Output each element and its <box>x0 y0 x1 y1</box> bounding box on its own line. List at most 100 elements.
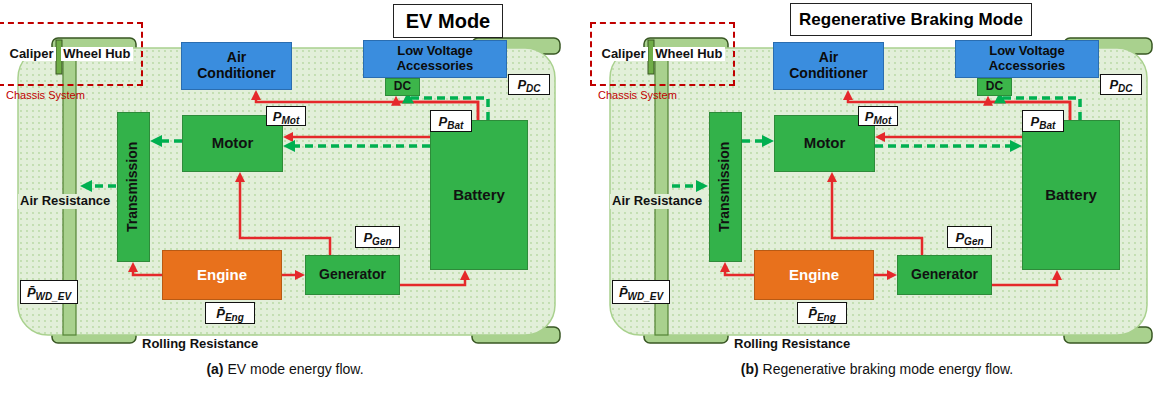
caption-letter: (a) <box>206 361 223 377</box>
caption-text: EV mode energy flow. <box>224 361 364 377</box>
subscript: DC <box>1118 83 1132 94</box>
caption-letter: (b) <box>741 361 759 377</box>
caption-text: Regenerative braking mode energy flow. <box>759 361 1013 377</box>
chassis-callout-box: Caliper Wheel Hub <box>590 22 735 86</box>
node-text: PMot <box>865 110 891 123</box>
energy-flow-arrow <box>992 275 1057 285</box>
symbol: P <box>1109 77 1118 92</box>
node-text: Wheel Hub <box>61 47 132 62</box>
node-text: P̄WD_EV <box>27 286 71 299</box>
node-text: Caliper <box>8 47 56 62</box>
dc-converter-box: DC <box>977 78 1012 96</box>
node-text: P̄Eng <box>808 307 836 320</box>
rolling-resistance-label: Rolling Resistance <box>734 337 850 352</box>
energy-flow-arrow <box>156 139 182 143</box>
subscript: DC <box>526 83 540 94</box>
air-resistance-label: Air Resistance <box>610 194 704 209</box>
subscript: Eng <box>225 312 244 323</box>
power-label: PMot <box>266 106 306 126</box>
node-text: P̄Eng <box>216 307 244 320</box>
symbol: P <box>517 77 526 92</box>
node-text: P̄WD_EV <box>619 286 663 299</box>
energy-flow-arrow <box>875 144 1016 148</box>
node-text: DC <box>986 80 1003 93</box>
symbol: P̄ <box>808 306 817 321</box>
node-text: DC <box>394 80 411 93</box>
subscript: Gen <box>964 236 983 247</box>
low-voltage-box: Low Voltage Accessories <box>955 40 1099 78</box>
power-label: P̄WD_EV <box>612 280 670 304</box>
power-label: P̄WD_EV <box>20 280 78 304</box>
power-label: PDC <box>1100 74 1142 95</box>
chassis-system-label: Chassis System <box>598 89 677 102</box>
power-label: PDC <box>508 74 550 95</box>
energy-flow-arrow <box>289 144 430 148</box>
energy-flow-arrow <box>282 274 300 277</box>
power-label: P̄Eng <box>797 302 847 324</box>
energy-flow-arrow <box>288 136 430 139</box>
engine-box: Engine <box>162 250 282 300</box>
energy-flow-arrow <box>742 139 768 143</box>
air-conditioner-box: Air Conditioner <box>773 42 884 90</box>
low-voltage-box: Low Voltage Accessories <box>363 40 507 78</box>
node-text: Motor <box>804 135 846 152</box>
node-text: Caliper <box>600 47 648 62</box>
drive-arrow <box>86 184 116 188</box>
subscript: Eng <box>817 312 836 323</box>
symbol: P̄ <box>216 306 225 321</box>
subscript: Mot <box>281 115 299 126</box>
node-text: PBat <box>1031 115 1056 128</box>
symbol: P <box>363 230 372 245</box>
node-text: Transmission <box>718 142 734 232</box>
energy-flow-arrow <box>880 136 1022 139</box>
generator-box: Generator <box>897 255 992 295</box>
power-label: PBat <box>1022 110 1064 132</box>
power-label: PGen <box>355 226 400 248</box>
node-text: PGen <box>363 231 391 244</box>
subscript: Mot <box>873 115 891 126</box>
figure-caption: (b) Regenerative braking mode energy flo… <box>741 361 1013 377</box>
node-text: Generator <box>911 267 978 283</box>
node-text: Engine <box>197 267 247 284</box>
symbol: P <box>865 109 874 124</box>
chassis-system-label: Chassis System <box>6 89 85 102</box>
energy-flow-arrow <box>240 177 330 255</box>
symbol: P <box>955 230 964 245</box>
subscript: Bat <box>447 120 463 131</box>
figure-caption: (a) EV mode energy flow. <box>206 361 363 377</box>
symbol: P <box>273 109 282 124</box>
node-text: PMot <box>273 110 299 123</box>
power-label: P̄Eng <box>205 302 255 324</box>
air-resistance-label: Air Resistance <box>18 194 112 209</box>
node-text: Wheel Hub <box>653 47 724 62</box>
node-text: PBat <box>439 115 464 128</box>
symbol: P̄ <box>619 285 628 300</box>
transmission-box: Transmission <box>709 112 742 262</box>
subscript: Bat <box>1039 120 1055 131</box>
energy-flow-arrow <box>133 267 162 275</box>
node-text: Battery <box>1045 187 1097 204</box>
subscript: WD_EV <box>36 291 72 302</box>
battery-box: Battery <box>1022 120 1120 270</box>
node-text: PGen <box>955 231 983 244</box>
power-label: PBat <box>430 110 472 132</box>
node-text: Regenerative Braking Mode <box>799 10 1023 29</box>
subscript: Gen <box>372 236 391 247</box>
node-text: Low Voltage Accessories <box>960 44 1094 73</box>
power-label: PGen <box>947 226 992 248</box>
node-text: Engine <box>789 267 839 284</box>
node-text: Motor <box>212 135 254 152</box>
symbol: P <box>439 114 448 129</box>
battery-box: Battery <box>430 120 528 270</box>
dc-converter-box: DC <box>385 78 420 96</box>
generator-box: Generator <box>305 255 400 295</box>
node-text: Generator <box>319 267 386 283</box>
mode-title: EV Mode <box>393 4 503 38</box>
power-label: PMot <box>858 106 898 126</box>
chassis-callout-box: Caliper Wheel Hub <box>0 22 143 86</box>
node-text: Air Conditioner <box>186 50 287 81</box>
engine-box: Engine <box>754 250 874 300</box>
node-text: Transmission <box>126 142 142 232</box>
